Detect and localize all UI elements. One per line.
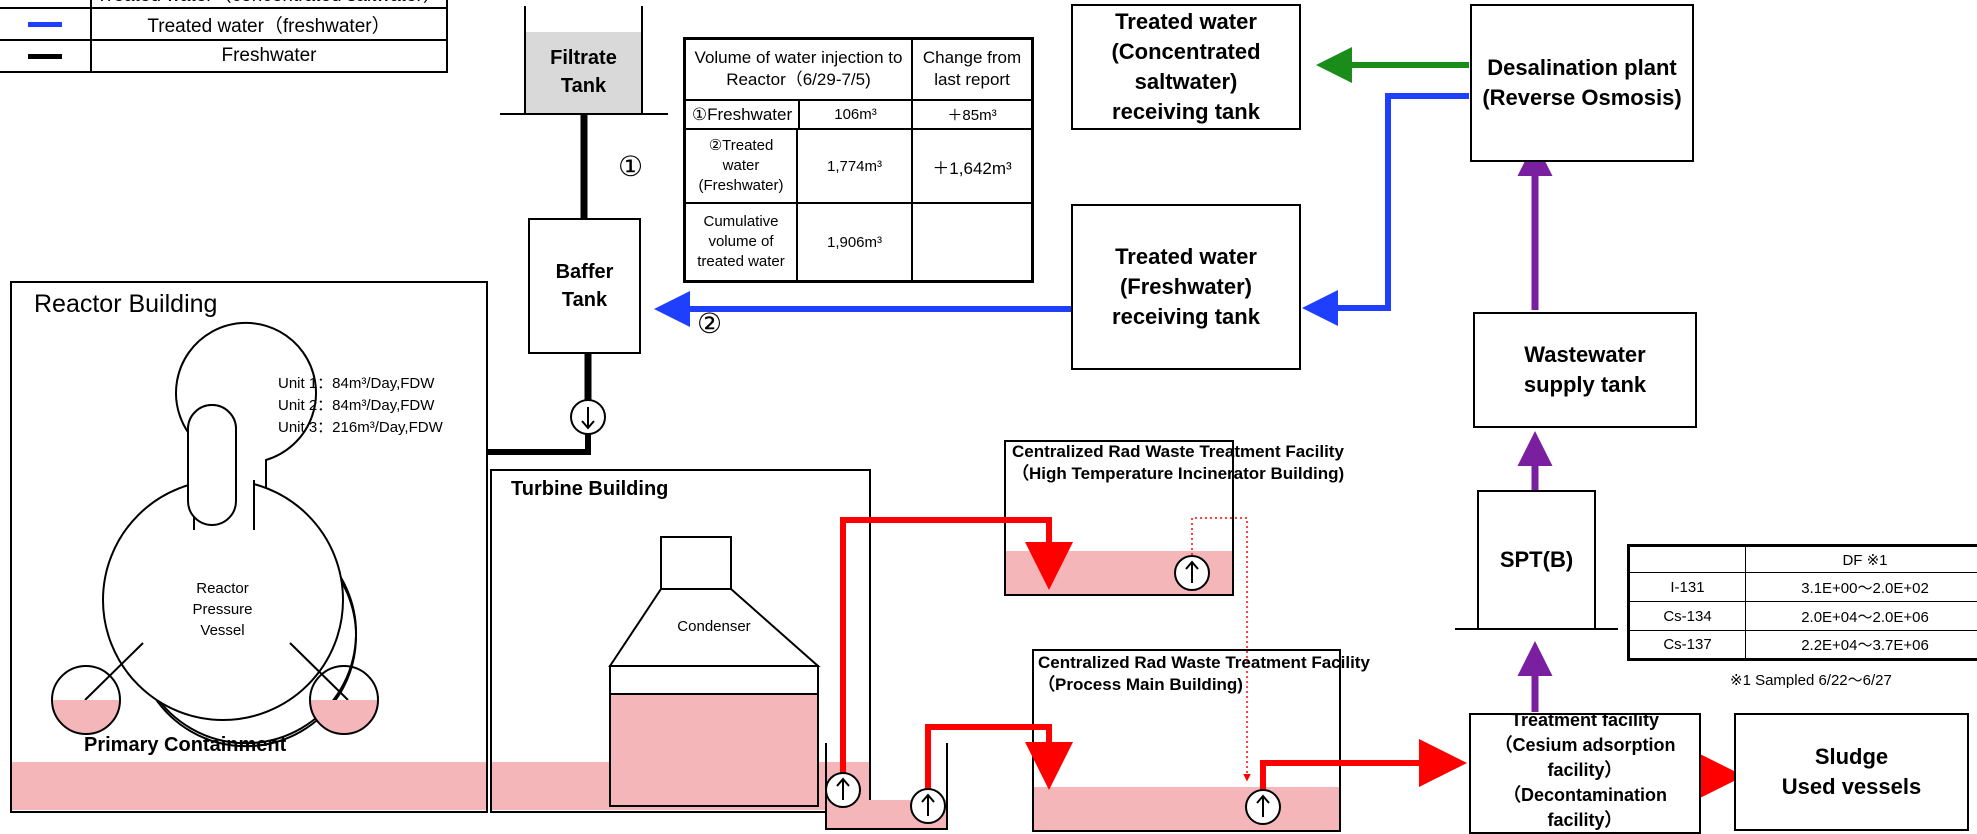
htib-label: Centralized Rad Waste Treatment Facility… [1012, 442, 1345, 483]
legend-label-treated-fresh: Treated water（freshwater） [90, 7, 448, 41]
df-note: ※1 Sampled 6/22～6/27 [1730, 672, 1892, 689]
concentrated-tank-box: Treated water (Concentrated saltwater) r… [1071, 4, 1301, 130]
legend-label-concentrated: Treated water（concentrated saltwater） [90, 0, 448, 9]
injection-row2-value: 1,774m³ [826, 157, 883, 175]
unit-1-flow: Unit 1：84m³/Day,FDW [278, 375, 435, 392]
spt-box [1477, 490, 1596, 630]
df-row1-nuclide: I-131 [1628, 572, 1746, 602]
reactor-building-title: Reactor Building [34, 290, 218, 318]
primary-containment-label: Primary Containment [84, 734, 287, 756]
desalination-plant-box: Desalination plant (Reverse Osmosis) [1470, 4, 1694, 162]
legend-swatch-treated-fresh [28, 21, 62, 27]
df-row3-nuclide: Cs-137 [1628, 630, 1746, 660]
injection-header-change: Change from last report [911, 37, 1034, 101]
injection-row1-label: ①Freshwater [686, 100, 800, 129]
injection-row1-value: 106m³ [834, 106, 877, 124]
injection-row2-label: ②Treated water (Freshwater) [686, 130, 798, 203]
treatment-facility-box: Treatment facility （Cesium adsorption fa… [1469, 713, 1701, 834]
marker-two: ② [697, 308, 723, 339]
unit-flow-list: Unit 1：84m³/Day,FDW Unit 2：84m³/Day,FDW … [278, 373, 443, 439]
pmb-label: Centralized Rad Waste Treatment Facility… [1038, 653, 1370, 694]
df-row2-value: 2.0E+04～2.0E+06 [1745, 601, 1977, 631]
pump-pit-icon [910, 788, 946, 824]
wastewater-tank-box: Wastewater supply tank [1473, 312, 1697, 428]
df-row3-value: 2.2E+04～3.7E+06 [1745, 630, 1977, 660]
sludge-box: Sludge Used vessels [1734, 713, 1969, 831]
injection-header-volume: Volume of water injection to Reactor（6/2… [683, 37, 913, 101]
df-row1-value: 3.1E+00～2.0E+02 [1745, 572, 1977, 602]
suppression-chamber-right [309, 665, 379, 735]
legend-table: Treated water（concentrated saltwater） Tr… [0, 0, 448, 73]
contaminated-line-1 [840, 517, 1073, 803]
df-row2-nuclide: Cs-134 [1628, 601, 1746, 631]
unit-2-flow: Unit 2：84m³/Day,FDW [278, 397, 435, 414]
unit-3-flow: Unit 3：216m³/Day,FDW [278, 419, 443, 436]
injection-row2-change: ＋1,642m³ [911, 128, 1034, 205]
turbine-building-title: Turbine Building [511, 478, 669, 500]
reactor-vessel-label: Reactor Pressure Vessel [192, 580, 253, 639]
injection-row3-label: Cumulative volume of treated water [686, 204, 798, 280]
legend-label-freshwater: Freshwater [90, 39, 448, 73]
contaminated-line-2 [925, 724, 1073, 805]
legend-swatch-freshwater [28, 53, 62, 59]
desal-to-fresh-line [1302, 93, 1469, 326]
freshwater-tank-box: Treated water (Freshwater) receiving tan… [1071, 204, 1301, 370]
contaminated-line-3 [1260, 739, 1467, 790]
injection-row1-change: ＋85m³ [911, 98, 1034, 131]
df-table: DF ※1 I-131 3.1E+00～2.0E+02 Cs-134 2.0E+… [1627, 544, 1977, 661]
pump-turbine-icon [825, 772, 861, 808]
injection-row3-value: 1,906m³ [826, 233, 883, 251]
condenser-label: Condenser [677, 618, 751, 635]
contaminated-dotted-line [1191, 517, 1251, 782]
injection-table: Volume of water injection to Reactor（6/2… [683, 37, 1034, 283]
suppression-chamber-left [51, 665, 121, 735]
condenser-shape [608, 536, 821, 807]
pump-pmb-icon [1245, 789, 1281, 825]
marker-one: ① [618, 151, 644, 182]
df-header: DF ※1 [1745, 545, 1977, 573]
spt-label: SPT(B) [1499, 547, 1574, 572]
pump-htib-icon [1174, 555, 1210, 591]
injection-row3-change [911, 202, 1033, 282]
